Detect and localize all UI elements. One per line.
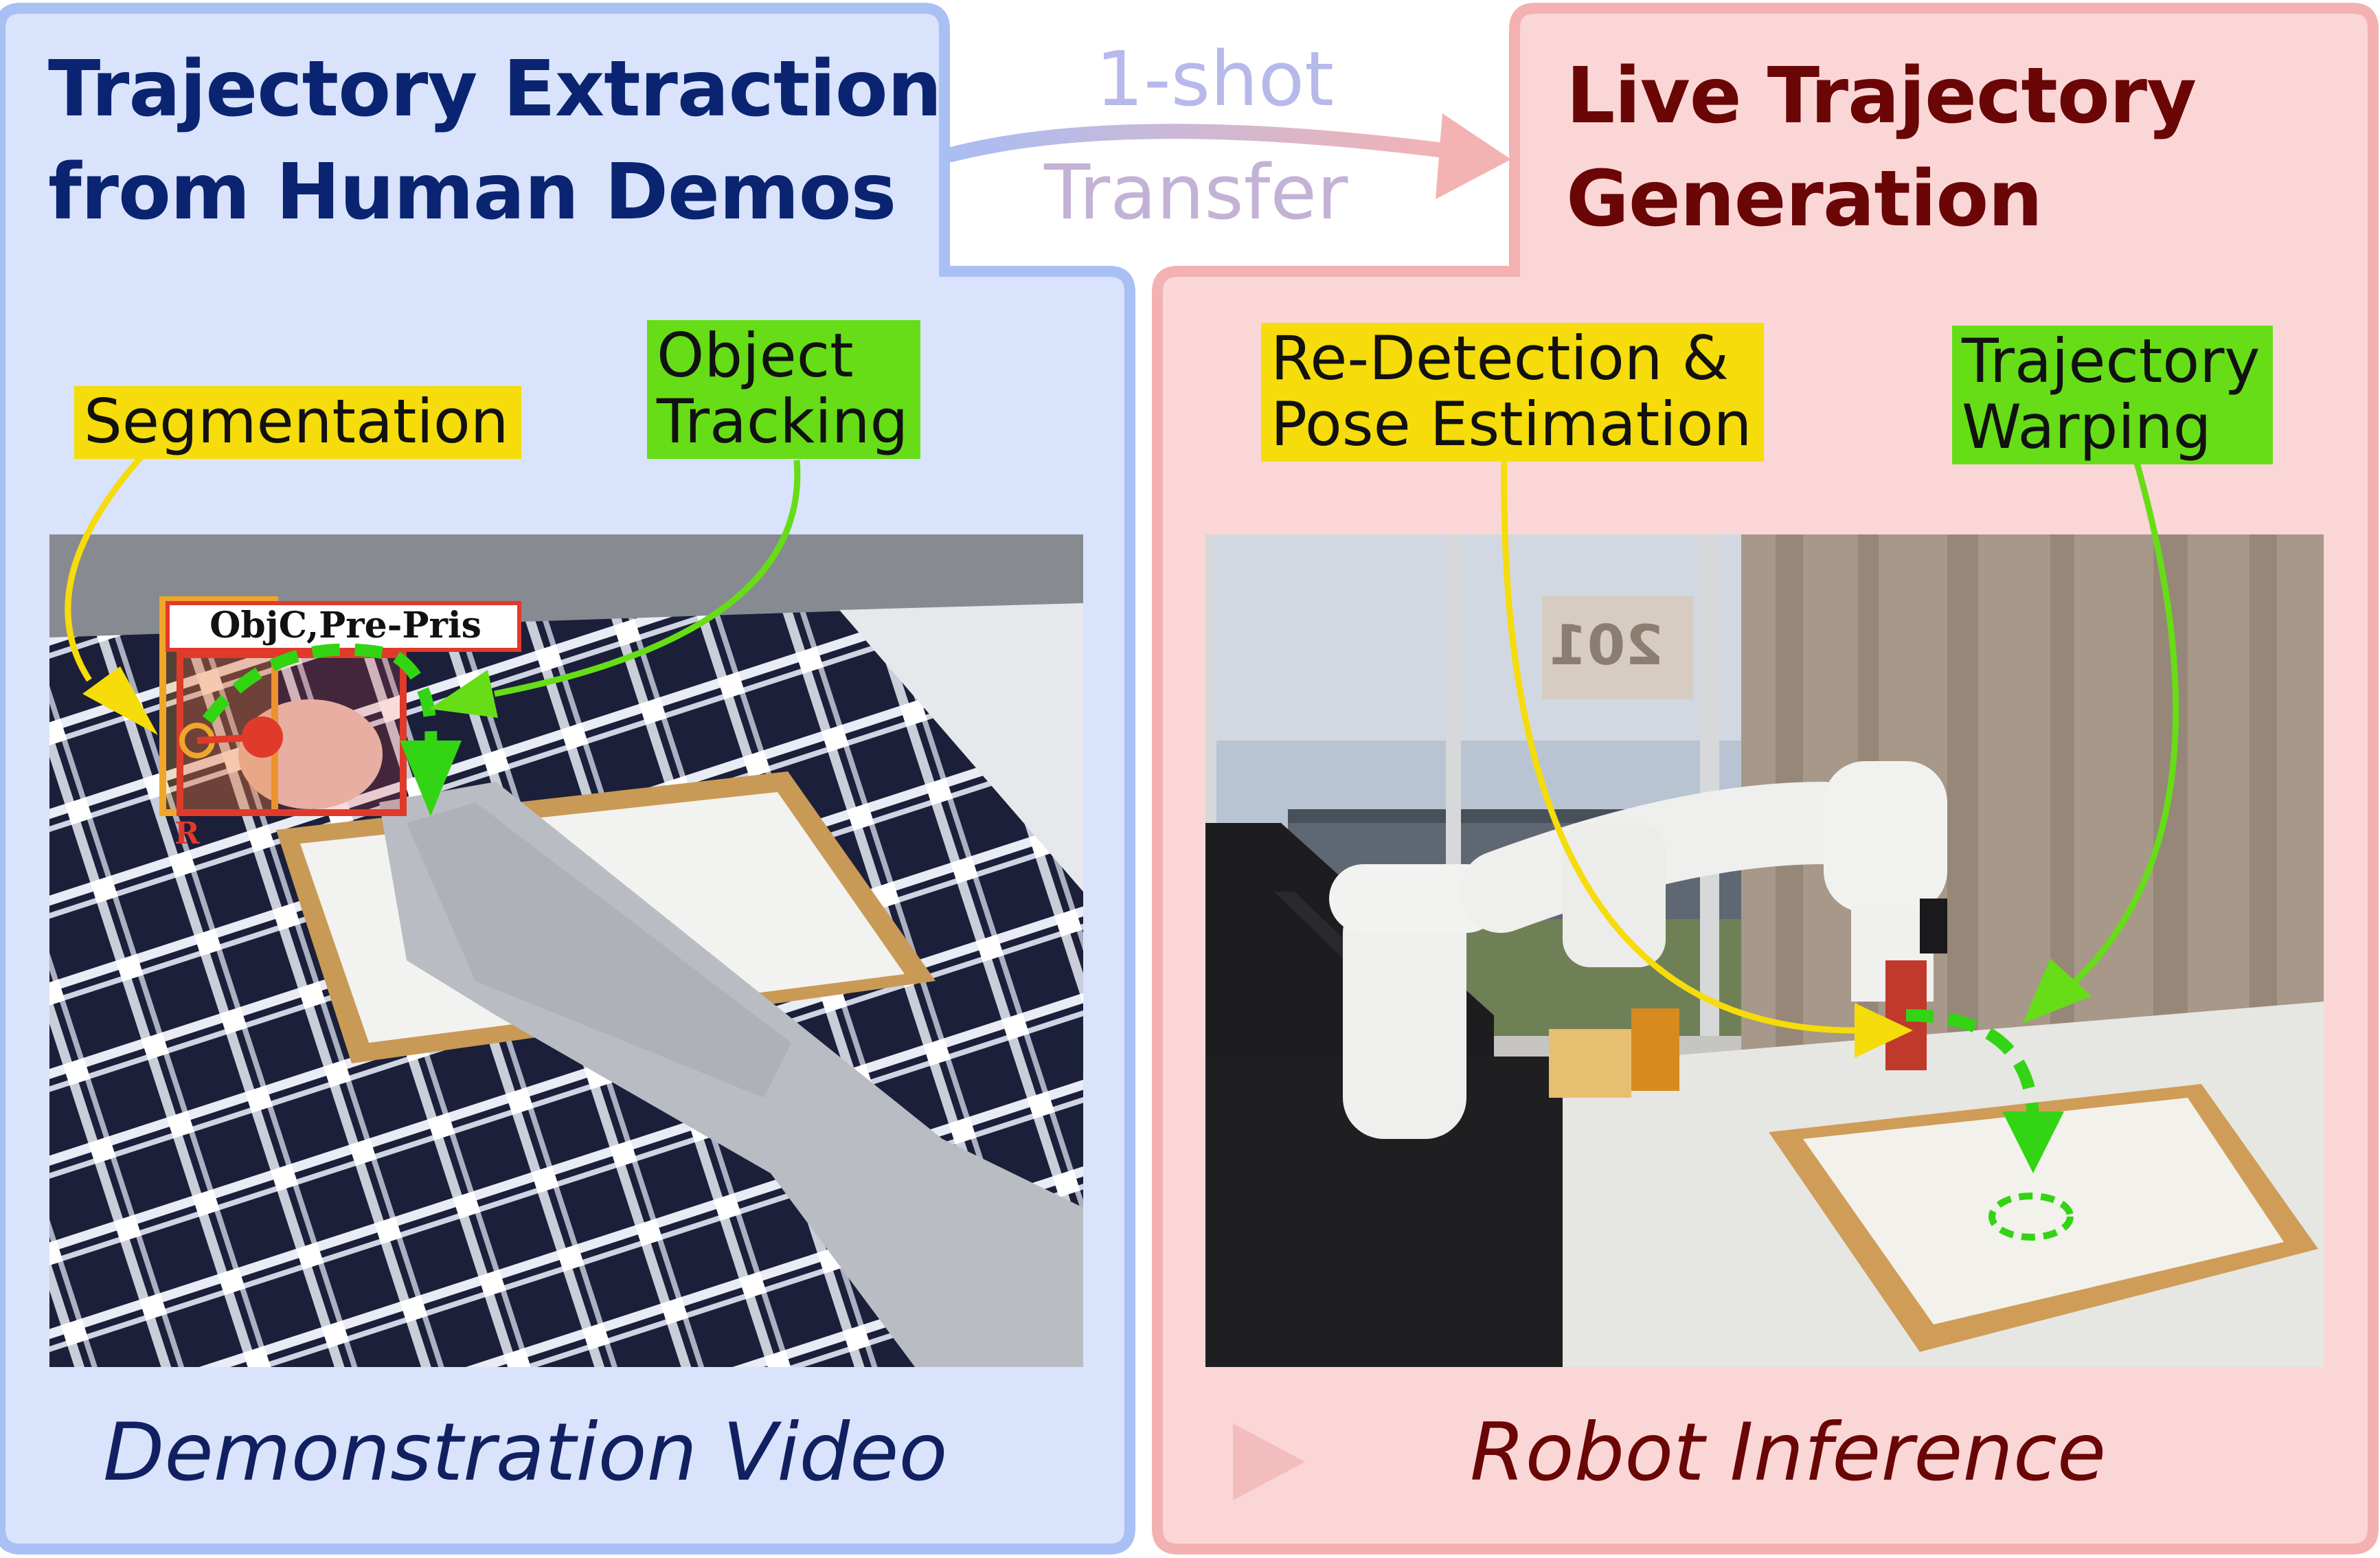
tag-object-line2: Tracking xyxy=(657,386,909,457)
left-title-line2: from Human Demos xyxy=(48,148,896,237)
transfer-line1: 1-shot xyxy=(1096,35,1335,123)
caption-demonstration-video: Demonstration Video xyxy=(103,1406,948,1499)
tag-redetection-line2: Pose Estimation xyxy=(1271,389,1752,460)
warped-trajectory xyxy=(1905,1009,2039,1119)
tag-redetection: Re-Detection & Pose Estimation xyxy=(1261,323,1765,462)
tag-object-line1: Object xyxy=(657,320,854,391)
robot-inference-image: 201 xyxy=(1205,534,2324,1367)
hand-label: R xyxy=(174,816,200,851)
right-title-line2: Generation xyxy=(1566,155,2043,244)
right-title-line1: Live Trajectory xyxy=(1566,52,2197,141)
tag-redetection-line1: Re-Detection & xyxy=(1271,323,1730,394)
demonstration-image: ObjC,Pre-Pris R xyxy=(49,534,1083,1367)
tracking-arrow xyxy=(494,460,801,697)
caption-robot-inference: Robot Inference xyxy=(1470,1406,2107,1499)
left-panel-title: Trajectory Extraction from Human Demos xyxy=(48,38,942,244)
redetection-arrow xyxy=(1501,460,1855,1034)
tag-warping-line2: Warping xyxy=(1962,392,2212,462)
left-title-line1: Trajectory Extraction xyxy=(48,45,942,134)
goal-ellipse xyxy=(1988,1193,2074,1241)
warping-arrow xyxy=(2072,459,2179,985)
transfer-line2: Transfer xyxy=(1044,148,1348,236)
tag-trajectory-warping: Trajectory Warping xyxy=(1952,326,2273,464)
tag-object-tracking: Object Tracking xyxy=(647,320,921,459)
transfer-arrow xyxy=(944,124,1457,162)
segmentation-arrow xyxy=(65,451,147,682)
transfer-arrowhead xyxy=(1436,113,1511,199)
tag-segmentation: Segmentation xyxy=(74,386,521,459)
right-panel-title: Live Trajectory Generation xyxy=(1566,45,2197,251)
caption-arrowhead xyxy=(1233,1423,1305,1500)
tracked-trajectory xyxy=(202,643,438,748)
tag-warping-line1: Trajectory xyxy=(1962,326,2260,396)
detection-label: ObjC,Pre-Pris xyxy=(209,605,481,646)
